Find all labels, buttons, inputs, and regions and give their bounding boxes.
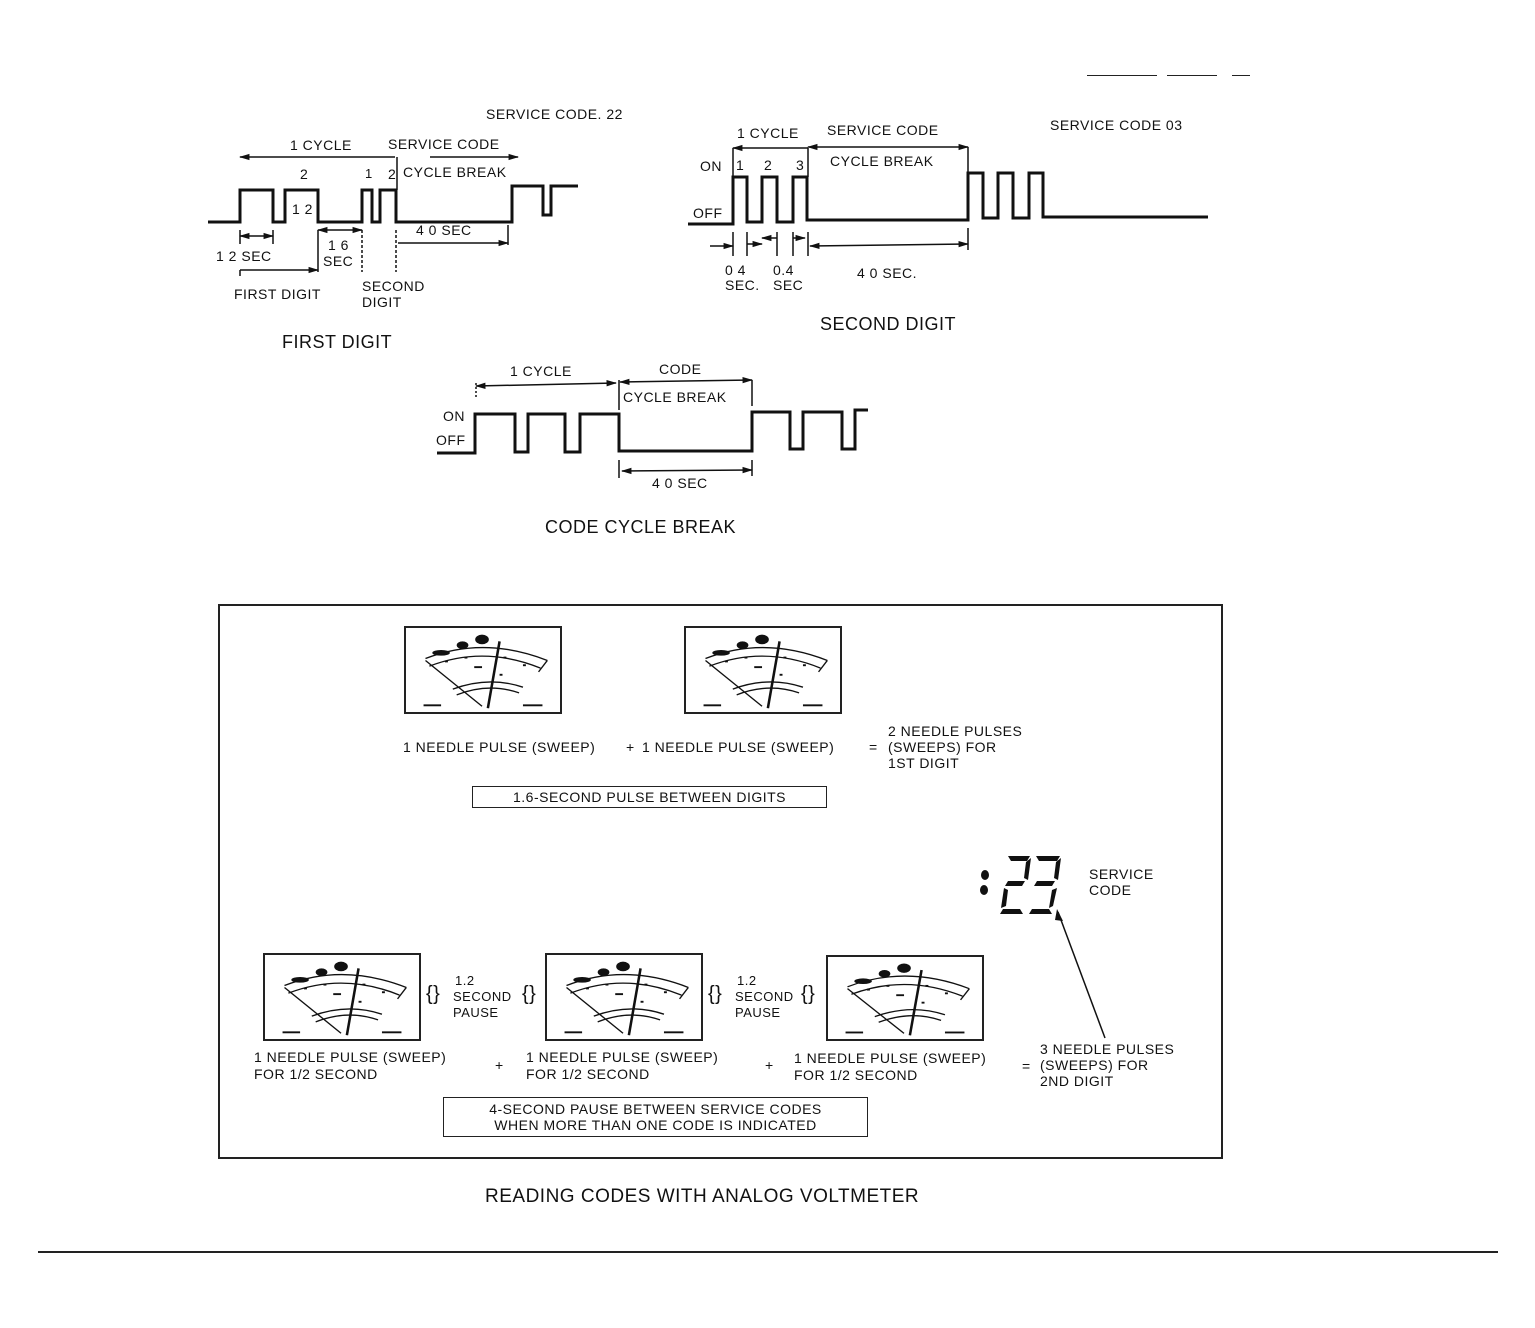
between-codes-note: 4-SECOND PAUSE BETWEEN SERVICE CODES WHE…: [443, 1097, 868, 1137]
service-code-03-label: SERVICE CODE 03: [1050, 117, 1183, 133]
result-text: 3 NEEDLE PULSES: [1040, 1041, 1175, 1057]
service-code-22-label: SERVICE CODE. 22: [486, 106, 623, 122]
duration-label: SEC: [323, 253, 354, 269]
cycle-break-label: CYCLE BREAK: [830, 153, 934, 169]
first-digit-waveform: [208, 184, 578, 224]
equals-sign: =: [1022, 1058, 1031, 1074]
between-digits-note: 1.6-SECOND PULSE BETWEEN DIGITS: [472, 786, 827, 808]
equals-sign: =: [869, 739, 878, 755]
pulse-number: 1: [365, 166, 373, 181]
on-label: ON: [443, 408, 465, 424]
needle-pulse-term: 1 NEEDLE PULSE (SWEEP): [403, 739, 596, 755]
voltmeter-gauge: [263, 953, 421, 1041]
cycle-break-label: CYCLE BREAK: [623, 389, 727, 405]
voltmeter-gauge: [404, 626, 562, 714]
needle-pulse-term: 1 NEEDLE PULSE (SWEEP): [254, 1049, 447, 1065]
second-digit-caption: SECOND DIGIT: [820, 314, 957, 334]
duration-label: 4 0 SEC.: [857, 265, 918, 281]
bracket-icon: {}: [522, 983, 537, 1005]
pulse-number: 2: [300, 166, 309, 182]
first-digit-dimension-lines: [238, 153, 520, 276]
code-cycle-break-dimension-lines: [474, 376, 754, 478]
service-code-label: SERVICE CODE: [827, 122, 939, 138]
off-label: OFF: [693, 205, 723, 221]
pause-label: 1.2: [737, 973, 757, 988]
voltmeter-gauge: [826, 955, 984, 1041]
needle-pulse-term: 1 NEEDLE PULSE (SWEEP): [526, 1049, 719, 1065]
result-text: 2ND DIGIT: [1040, 1073, 1114, 1089]
bracket-icon: {}: [426, 983, 441, 1005]
second-digit-waveform: [688, 171, 1208, 226]
code-label: CODE: [659, 361, 702, 377]
bracket-icon: {}: [708, 983, 723, 1005]
figure-caption: READING CODES WITH ANALOG VOLTMETER: [485, 1186, 920, 1207]
duration-label: 0.4: [773, 262, 794, 278]
code-cycle-break-waveform: [437, 408, 868, 455]
needle-pulse-term: FOR 1/2 SECOND: [794, 1067, 918, 1083]
pulse-waveform-diagrams: [208, 143, 1208, 478]
duration-label: 4 0 SEC: [652, 475, 708, 491]
lcd-label: SERVICE: [1089, 866, 1154, 882]
cycle-label: 1 CYCLE: [737, 125, 799, 141]
voltmeter-panel: [218, 604, 1223, 1159]
second-digit-dimension-lines: [710, 143, 970, 256]
header-mark: [1167, 75, 1217, 76]
pulse-number: 1: [736, 157, 745, 173]
result-text: 2 NEEDLE PULSES: [888, 723, 1023, 739]
needle-pulse-term: FOR 1/2 SECOND: [254, 1066, 378, 1082]
lcd-service-code-display: [980, 856, 1061, 914]
duration-label: 0 4: [725, 262, 746, 278]
voltmeter-gauge: [545, 953, 703, 1041]
needle-pulse-term: FOR 1/2 SECOND: [526, 1066, 650, 1082]
result-text: (SWEEPS) FOR: [1040, 1057, 1149, 1073]
header-mark: [1087, 75, 1157, 76]
duration-label: 1 2 SEC: [216, 248, 272, 264]
plus-sign: +: [765, 1057, 774, 1073]
result-text: 1ST DIGIT: [888, 755, 960, 771]
pause-label: SECOND: [453, 989, 512, 1004]
plus-sign: +: [495, 1057, 504, 1073]
pause-label: PAUSE: [735, 1005, 781, 1020]
needle-pulse-term: 1 NEEDLE PULSE (SWEEP): [642, 739, 835, 755]
code-cycle-break-caption: CODE CYCLE BREAK: [545, 517, 737, 537]
on-label: ON: [700, 158, 722, 174]
pause-label: PAUSE: [453, 1005, 499, 1020]
needle-pulse-term: 1 NEEDLE PULSE (SWEEP): [794, 1050, 987, 1066]
plus-sign: +: [626, 739, 635, 755]
first-digit-span-label: FIRST DIGIT: [234, 286, 321, 302]
pause-label: SECOND: [735, 989, 794, 1004]
result-text: (SWEEPS) FOR: [888, 739, 997, 755]
second-digit-span-label: SECOND: [362, 278, 425, 294]
pulse-number: 3: [796, 157, 805, 173]
first-digit-caption: FIRST DIGIT: [282, 332, 393, 352]
off-label: OFF: [436, 432, 466, 448]
duration-label: 1 6: [328, 237, 349, 253]
cycle-break-label: CYCLE BREAK: [403, 164, 507, 180]
duration-label: SEC: [773, 277, 804, 293]
between-codes-note-line: 4-SECOND PAUSE BETWEEN SERVICE CODES: [489, 1101, 822, 1117]
cycle-label: 1 CYCLE: [510, 363, 572, 379]
pause-label: 1.2: [455, 973, 475, 988]
lcd-label: CODE: [1089, 882, 1132, 898]
duration-label: SEC.: [725, 277, 760, 293]
header-mark: [1232, 75, 1250, 76]
second-digit-span-label: DIGIT: [362, 294, 402, 310]
bottom-divider: [38, 1251, 1498, 1253]
pulse-number: 2: [764, 157, 773, 173]
service-code-label: SERVICE CODE: [388, 136, 500, 152]
between-codes-note-line: WHEN MORE THAN ONE CODE IS INDICATED: [494, 1117, 817, 1133]
cycle-label: 1 CYCLE: [290, 137, 352, 153]
between-digits-note-text: 1.6-SECOND PULSE BETWEEN DIGITS: [513, 789, 786, 805]
duration-label: 4 0 SEC: [416, 222, 472, 238]
bracket-icon: {}: [801, 983, 816, 1005]
mid-pulse-label: 1 2: [292, 201, 313, 217]
voltmeter-gauge: [684, 626, 842, 714]
pulse-number: 2: [388, 166, 397, 182]
